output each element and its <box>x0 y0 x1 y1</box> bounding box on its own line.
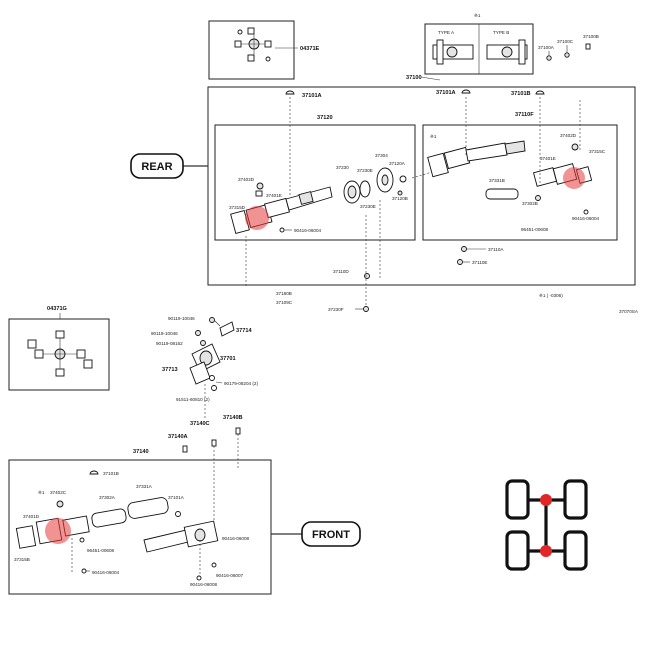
label-37315d: 37315D <box>229 205 246 210</box>
label-37302a: 37302A <box>99 495 116 500</box>
spider-kit-icon <box>27 330 93 377</box>
rear-rear-shaft-box <box>422 124 618 241</box>
label-37101a-front: 37101A <box>168 495 185 500</box>
label-90119-10046-b: 90119-10046 <box>151 331 178 336</box>
label-91511-60810: 91511-60810 (2) <box>176 397 210 402</box>
label-04371g: 04371G <box>47 306 67 312</box>
spider-kit-icon <box>234 27 272 62</box>
top-right-fasteners: 37100A 37100C 37100B <box>538 34 599 61</box>
type-a-yoke-icon <box>432 39 474 65</box>
label-90416-06004-rear-1: 90416-06004 <box>294 228 322 233</box>
label-96451-00608: 96451-00608 <box>521 227 549 232</box>
label-37140: 37140 <box>133 449 149 455</box>
label-37120b: 37120B <box>392 196 408 201</box>
front-shaft-fasteners: 37140B 37140C 37140A 37140 <box>133 415 243 526</box>
label-37140a: 37140A <box>168 434 188 440</box>
type-b-label: TYPE B <box>493 30 509 35</box>
label-37100b: 37100B <box>583 34 599 39</box>
label-90416-06007: 90416-06007 <box>216 573 244 578</box>
label-37100a: 37100A <box>538 45 555 50</box>
label-37331a: 37331A <box>136 484 153 489</box>
label-37101b: 37101B <box>511 91 531 97</box>
label-96451-00608-front: 96451-00608 <box>87 548 115 553</box>
label-37140c: 37140C <box>190 421 210 427</box>
label-37109c: 37109C <box>276 300 293 305</box>
rear-front-shaft-box <box>214 124 416 241</box>
label-37401e-right: 37401E <box>540 156 556 161</box>
front-button-label: FRONT <box>312 529 350 541</box>
highlight-rear-rear-ujoint <box>563 167 585 189</box>
label-37230f: 37230F <box>328 307 344 312</box>
label-37701: 37701 <box>220 356 236 362</box>
label-37713: 37713 <box>162 367 178 373</box>
label-37331b: 37331B <box>489 178 505 183</box>
label-37304: 37304 <box>375 153 388 158</box>
rear-button[interactable]: REAR <box>130 153 184 179</box>
type-a-label: TYPE A <box>438 30 455 35</box>
label-37402d-right: 37402D <box>560 133 577 138</box>
label-90179-08204: 90179-08204 (2) <box>224 381 258 386</box>
figure-code: 37070SA <box>619 309 639 314</box>
label-37401e-left: 37401E <box>266 193 282 198</box>
label-90416-06004-rear-2: 90416-06004 <box>572 216 600 221</box>
label-37714: 37714 <box>236 328 252 334</box>
label-37120a: 37120A <box>389 161 406 166</box>
label-37302b: 37302B <box>522 201 538 206</box>
label-37230: 37230 <box>336 165 349 170</box>
label-90416-06008-front-a: 90416-06008 <box>222 536 250 541</box>
inset-04371g: 04371G <box>8 306 110 391</box>
type-boxes: ※1 TYPE A TYPE B <box>424 13 534 75</box>
label-90119-10046-a: 90119-10046 <box>168 316 195 321</box>
label-37100c: 37100C <box>557 39 574 44</box>
label-37120: 37120 <box>317 115 333 121</box>
label-37110d: 37110D <box>333 269 349 274</box>
label-37140b: 37140B <box>223 415 243 421</box>
label-37402c: 37402C <box>50 490 67 495</box>
label-37110a: 37110A <box>488 247 504 252</box>
highlight-front-ujoint <box>45 518 71 544</box>
label-90119-08162: 90119-08162 <box>156 341 183 346</box>
drivetrain-4wd-icon <box>505 479 588 571</box>
front-propeller-shaft <box>15 497 219 581</box>
center-bearing-group: 90119-10046 90119-10046 90119-08162 3771… <box>151 316 258 420</box>
label-04371e: 04371E <box>300 46 320 52</box>
label-37101b-front: 37101B <box>103 471 119 476</box>
label-37180b: 37180B <box>276 291 292 296</box>
label-37101a-2: 37101A <box>436 90 456 96</box>
type-b-yoke-icon <box>486 39 528 65</box>
footnote-mark-front: ※1 <box>38 490 45 495</box>
inset-04371e: 04371E <box>208 20 320 80</box>
label-37315b: 37315B <box>14 557 30 562</box>
label-37110e: 37110E <box>472 260 488 265</box>
footnote-mark: ※1 <box>474 13 481 18</box>
label-90416-06008-front-b: 90416-06008 <box>190 582 218 587</box>
label-37101a-1: 37101A <box>302 93 322 99</box>
label-90416-06004-front: 90416-06004 <box>92 570 120 575</box>
date-note: ※1 ( -0306) <box>539 293 563 298</box>
label-37100: 37100 <box>406 75 422 81</box>
rear-button-label: REAR <box>141 161 172 173</box>
front-button[interactable]: FRONT <box>301 521 361 547</box>
label-37110f: 37110F <box>515 112 534 118</box>
label-37315c: 37315C <box>589 149 606 154</box>
footnote-mark-rear: ※1 <box>430 134 437 139</box>
label-37230e-a: 37230E <box>357 168 373 173</box>
front-assembly-box <box>8 459 272 595</box>
rear-assembly-box <box>207 86 636 286</box>
label-37230e-b: 37230E <box>360 204 376 209</box>
highlight-rear-front-ujoint <box>245 206 269 230</box>
label-37401d: 37401D <box>23 514 40 519</box>
label-37402d-left: 37402D <box>238 177 255 182</box>
